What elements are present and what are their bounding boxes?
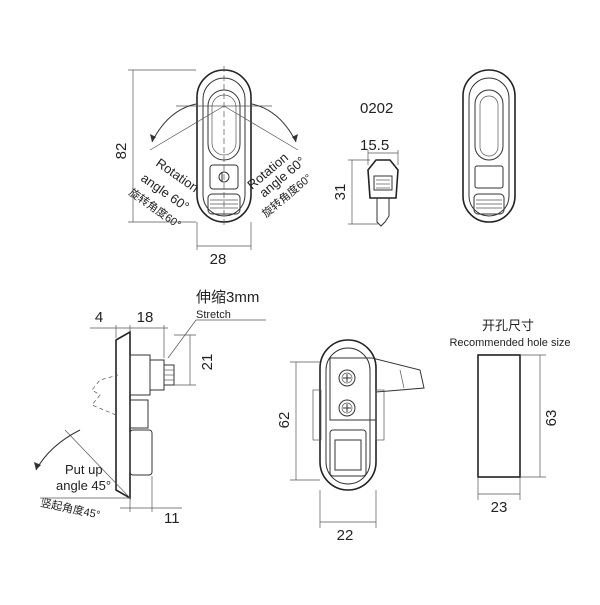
stretch-cn: 伸缩3mm (196, 289, 259, 306)
front-view: Rotation angle 60° 旋转角度60° Rotation angl… (113, 66, 314, 268)
putup-cn: 竖起角度45° (39, 495, 101, 521)
putup-en2: angle 45° (56, 478, 111, 493)
dim-side-stretch-h: 21 (199, 354, 216, 371)
rotation-right-line (223, 105, 299, 151)
key-view: 0202 15.5 31 (332, 100, 399, 227)
hole-en-label: Recommended hole size (449, 337, 570, 349)
side-upper-body (129, 354, 151, 396)
rotation-left-line (149, 105, 225, 151)
dim-side-bottom: 11 (164, 510, 180, 527)
dim-front-height: 82 (113, 143, 130, 160)
key-grip (373, 175, 393, 191)
key-model-label: 0202 (360, 100, 393, 117)
dim-side-top: 4 (95, 309, 103, 326)
dim-key-height: 31 (332, 184, 349, 201)
rotation-left-arc (151, 103, 197, 143)
back-handle-slot (474, 89, 504, 161)
side-lower-body (129, 429, 153, 476)
hole-cn-label: 开孔尺寸 (482, 318, 534, 333)
dim-mounted-width: 22 (337, 527, 354, 544)
mounted-view: 62 22 (276, 339, 425, 544)
mounted-lower-window (334, 439, 362, 471)
dim-front-width: 28 (210, 251, 227, 268)
front-keyhole-icon (218, 171, 230, 183)
key-head-icon (367, 159, 399, 199)
hole-rect (477, 354, 521, 478)
dim-hole-height: 63 (543, 410, 560, 427)
side-base-plate (115, 330, 131, 500)
dim-hole-width: 23 (491, 499, 508, 516)
mounted-outer-body (319, 339, 377, 491)
hole-view: 开孔尺寸 Recommended hole size 63 23 (449, 318, 570, 516)
stretch-en: Stretch (196, 309, 231, 321)
back-outer-body (462, 69, 516, 223)
screw-top-icon (338, 369, 356, 387)
mounted-lever (329, 357, 425, 421)
back-view (462, 69, 516, 223)
dim-key-width: 15.5 (360, 137, 389, 154)
screw-bottom-icon (338, 399, 356, 417)
side-view: Put up angle 45° 竖起角度45° 4 18 伸缩3mm Stre… (34, 289, 266, 527)
dim-mounted-height: 62 (276, 412, 293, 429)
back-grip (473, 193, 505, 215)
front-outer-body (196, 69, 252, 223)
dim-side-top2: 18 (137, 309, 154, 326)
putup-en1: Put up (65, 462, 103, 477)
key-blade-icon (376, 198, 390, 227)
side-raised-handle (91, 374, 119, 416)
rotation-right-arc (251, 103, 297, 143)
